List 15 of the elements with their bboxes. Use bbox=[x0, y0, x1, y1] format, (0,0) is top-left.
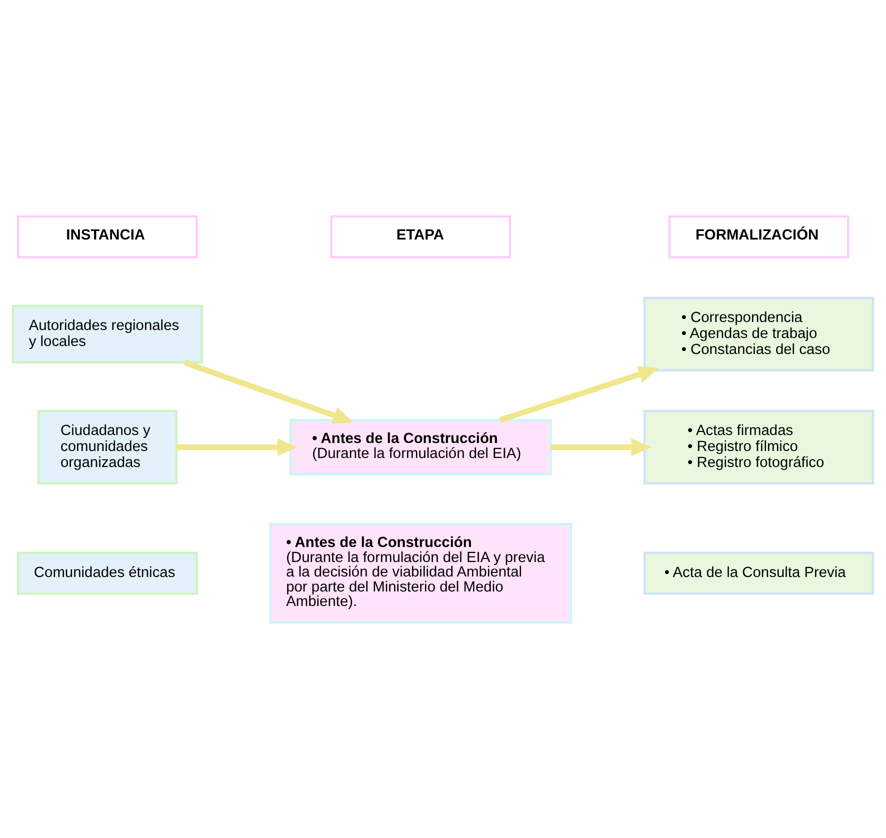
node-box: Comunidades étnicas bbox=[16, 551, 198, 594]
arrow bbox=[499, 366, 658, 422]
node-box: • Correspondencia • Agendas de trabajo • Constancias del caso bbox=[643, 296, 874, 371]
node-box: Ciudadanos y comunidades organizadas bbox=[37, 409, 178, 484]
node-box: Autoridades regionales y locales bbox=[12, 304, 203, 364]
node-box: • Actas firmadas • Registro fílmico • Registro fotográfico bbox=[643, 409, 874, 484]
node-box: • Acta de la Consulta Previa bbox=[643, 551, 874, 594]
node-box: • Antes de la Construcción (Durante la formulación del EIA y previa a la decisión de viabilidad Ambiental por parte del Ministerio del Medio Ambiente). bbox=[269, 522, 572, 624]
arrow bbox=[184, 359, 354, 424]
node-box: ETAPA bbox=[330, 214, 512, 258]
node-box: FORMALIZACIÓN bbox=[668, 214, 850, 258]
node-box: INSTANCIA bbox=[16, 214, 198, 258]
arrow bbox=[550, 438, 652, 456]
arrow bbox=[176, 438, 298, 456]
node-box: • Antes de la Construcción (Durante la formulación del EIA) bbox=[290, 418, 552, 475]
